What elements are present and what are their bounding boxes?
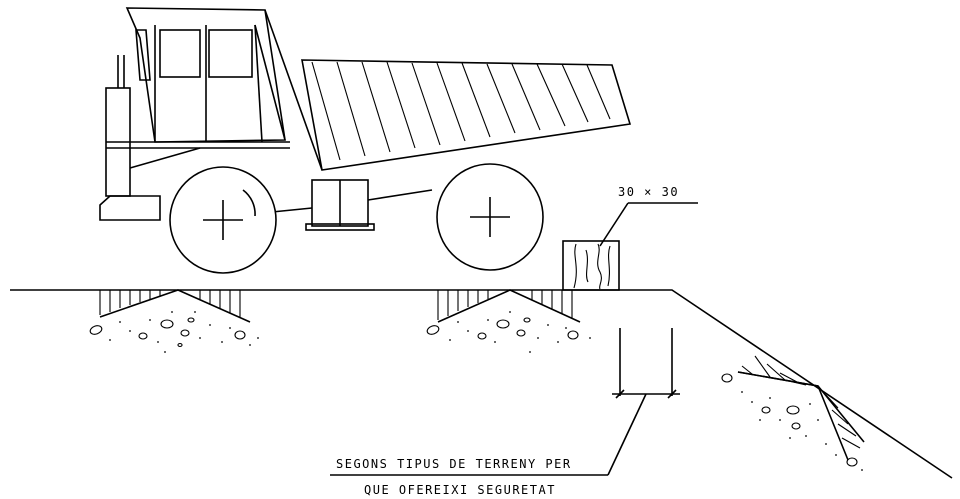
cab-window-left xyxy=(159,29,201,78)
soil-under-front-wheel xyxy=(89,289,259,353)
cab-outline xyxy=(125,7,286,143)
front-wheel-fender-arc xyxy=(242,189,256,217)
note-line-1: SEGONS TIPUS DE TERRENY PER xyxy=(336,457,572,471)
truck-front xyxy=(99,55,290,221)
truck-cab xyxy=(125,7,286,143)
chassis-brace xyxy=(129,147,201,169)
stop-block-outline xyxy=(562,240,620,291)
gravel-dots xyxy=(449,311,591,353)
block-size-leader xyxy=(599,202,629,247)
gravel-dots xyxy=(741,391,863,471)
gravel-dots xyxy=(109,311,259,353)
dump-bed-outline xyxy=(301,59,632,171)
gravel-stones xyxy=(89,317,246,348)
rear-wheel xyxy=(436,163,544,271)
ground-profile xyxy=(10,289,953,479)
note-line-2: QUE OFEREIXI SEGURETAT xyxy=(364,483,556,497)
axle-assembly xyxy=(271,179,433,231)
front-bumper xyxy=(99,195,161,221)
cab-strut xyxy=(254,24,286,141)
soil-under-rear-wheel xyxy=(426,289,591,353)
cab-side-window xyxy=(135,29,151,81)
slip-wedge-line xyxy=(817,385,849,461)
dump-bed xyxy=(264,9,632,171)
cab-pillar xyxy=(254,24,263,143)
gravel-stones xyxy=(721,373,858,467)
depth-dimension xyxy=(330,328,680,476)
ground-line xyxy=(10,289,953,479)
block-size-label: 30 × 30 xyxy=(618,185,679,199)
wooden-stop-block xyxy=(562,202,698,291)
front-wheel xyxy=(169,166,277,274)
slope-hatching xyxy=(721,355,865,471)
front-drive-shaft xyxy=(271,207,313,213)
rear-drive-shaft xyxy=(367,189,433,201)
note-leader xyxy=(607,393,647,476)
bed-hatching xyxy=(311,61,611,161)
bed-headboard xyxy=(264,9,323,171)
axle-base xyxy=(305,223,375,231)
gravel-stones xyxy=(426,317,579,340)
cab-window-right xyxy=(208,29,253,78)
wood-grain xyxy=(573,243,611,290)
dump-truck xyxy=(99,7,632,274)
